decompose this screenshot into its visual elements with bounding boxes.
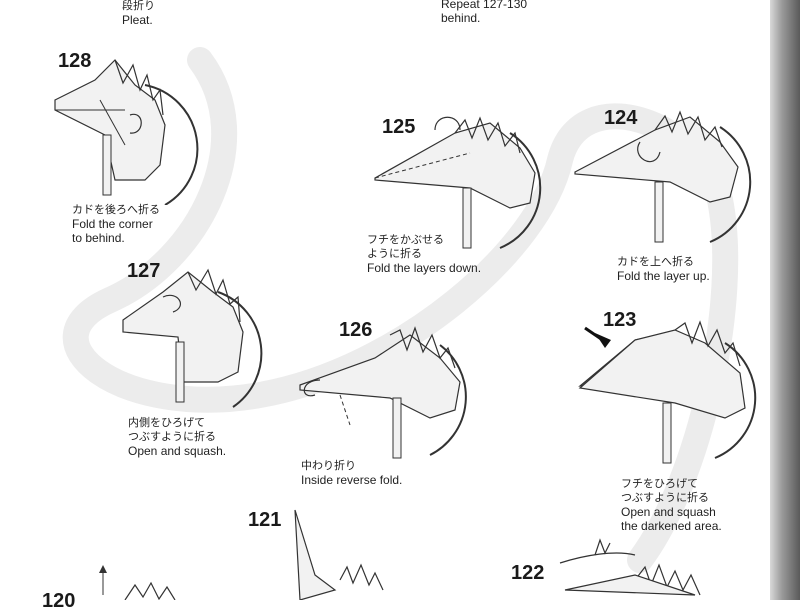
step-number-124: 124 xyxy=(604,107,638,129)
step-125-caption-ja2: ように折る xyxy=(367,247,422,260)
step-127-caption: 内側をひろげて つぶすように折る Open and squash. xyxy=(128,416,226,458)
step-126-caption-en: Inside reverse fold. xyxy=(301,473,403,487)
step-number-125: 125 xyxy=(382,116,416,138)
step-128-caption-en2: to behind. xyxy=(72,231,125,245)
pleat-label-en: Pleat. xyxy=(122,13,153,27)
step-123-caption-ja2: つぶすように折る xyxy=(621,491,709,504)
step-124-caption: カドを上へ折る Fold the layer up. xyxy=(617,255,710,283)
top-right-caption: Repeat 127-130 behind. xyxy=(441,0,527,25)
step-124-diagram xyxy=(574,110,752,243)
step-number-126: 126 xyxy=(339,319,373,341)
step-127-caption-en: Open and squash. xyxy=(128,444,227,458)
step-122-diagram xyxy=(559,538,701,596)
step-124-caption-ja: カドを上へ折る xyxy=(617,255,694,268)
step-126-diagram xyxy=(299,326,467,459)
step-number-122: 122 xyxy=(511,562,545,584)
step-number-128: 128 xyxy=(58,50,92,72)
step-number-123: 123 xyxy=(603,309,637,331)
step-124-caption-en: Fold the layer up. xyxy=(617,269,710,283)
step-126-caption: 中わり折り Inside reverse fold. xyxy=(301,459,402,487)
step-123-diagram xyxy=(578,320,757,464)
repeat-label-line2: behind. xyxy=(441,11,481,25)
step-121-diagram xyxy=(294,509,384,600)
repeat-label-line1: Repeat 127-130 xyxy=(441,0,528,11)
step-123-caption-en1: Open and squash xyxy=(621,505,716,519)
step-128-caption-ja: カドを後ろへ折る xyxy=(72,203,160,216)
step-128-diagram xyxy=(54,59,199,205)
step-127-caption-ja1: 内側をひろげて xyxy=(128,416,205,429)
step-123-caption-ja1: フチをひろげて xyxy=(621,477,698,490)
top-left-caption: 段折り Pleat. xyxy=(122,0,155,27)
page-edge-shadow xyxy=(770,0,800,600)
step-127-diagram xyxy=(122,268,263,408)
step-128-caption-en1: Fold the corner xyxy=(72,217,153,231)
background-curve xyxy=(62,47,739,573)
step-128-caption: カドを後ろへ折る Fold the corner to behind. xyxy=(72,203,160,245)
step-number-120: 120 xyxy=(42,590,76,612)
step-126-caption-ja: 中わり折り xyxy=(301,459,356,472)
step-125-caption-en: Fold the layers down. xyxy=(367,261,482,275)
step-125-caption: フチをかぶせる ように折る Fold the layers down. xyxy=(367,233,481,275)
pleat-label-ja: 段折り xyxy=(122,0,155,12)
step-123-caption-en2: the darkened area. xyxy=(621,519,722,533)
step-number-127: 127 xyxy=(127,260,161,282)
step-120-diagram xyxy=(99,565,176,600)
step-125-diagram xyxy=(374,116,542,249)
step-127-caption-ja2: つぶすように折る xyxy=(128,430,216,443)
step-123-caption: フチをひろげて つぶすように折る Open and squash the dar… xyxy=(621,477,722,533)
step-125-caption-ja1: フチをかぶせる xyxy=(367,233,444,246)
instruction-page: 段折り Pleat. Repeat 127-130 behind. 128 カド… xyxy=(42,0,800,612)
step-number-121: 121 xyxy=(248,509,282,531)
